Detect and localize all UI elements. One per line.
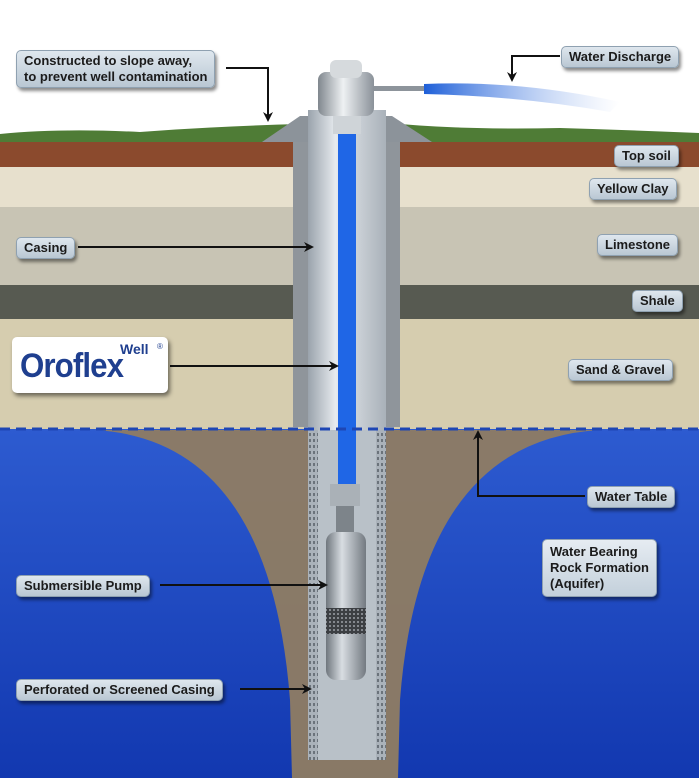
arrow-icon xyxy=(226,67,273,122)
casing-label: Casing xyxy=(16,237,76,259)
logo-brand-text: Oroflex xyxy=(20,347,124,385)
topsoil-label: Top soil xyxy=(614,145,679,167)
aquifer-label-line-1: Water Bearing xyxy=(550,544,638,559)
slope-label: Constructed to slope away, to prevent we… xyxy=(16,50,216,88)
well-seal xyxy=(333,116,361,134)
aquifer-label-line-2: Rock Formation xyxy=(550,560,649,575)
grout-left xyxy=(293,142,309,427)
shale-label: Shale xyxy=(632,290,683,312)
slope-label-line-1: Constructed to slope away, xyxy=(24,53,193,68)
yellow-clay-label: Yellow Clay xyxy=(589,178,677,200)
pump-icon xyxy=(326,484,366,680)
submersible-pump-label: Submersible Pump xyxy=(16,575,150,597)
aquifer-label-line-3: (Aquifer) xyxy=(550,576,605,591)
water-column xyxy=(338,132,356,484)
grout-right xyxy=(384,142,400,427)
arrow-icon xyxy=(473,430,585,497)
discharge-pipe xyxy=(374,86,426,91)
slope-label-line-2: to prevent well contamination xyxy=(24,69,208,84)
oroflex-logo: Well ® Oroflex xyxy=(12,337,168,393)
well-cap-top xyxy=(330,60,362,78)
well-cap-icon xyxy=(318,72,374,116)
perforated-casing-label: Perforated or Screened Casing xyxy=(16,679,223,701)
arrow-icon xyxy=(507,55,560,82)
logo-registered-mark: ® xyxy=(157,342,163,351)
logo-small-text: Well xyxy=(120,341,149,357)
water-table-label: Water Table xyxy=(587,486,676,508)
water-discharge-label: Water Discharge xyxy=(561,46,680,68)
sand-gravel-label: Sand & Gravel xyxy=(568,359,673,381)
limestone-label: Limestone xyxy=(597,234,679,256)
aquifer-label: Water Bearing Rock Formation (Aquifer) xyxy=(542,539,657,597)
water-spray xyxy=(424,83,620,112)
